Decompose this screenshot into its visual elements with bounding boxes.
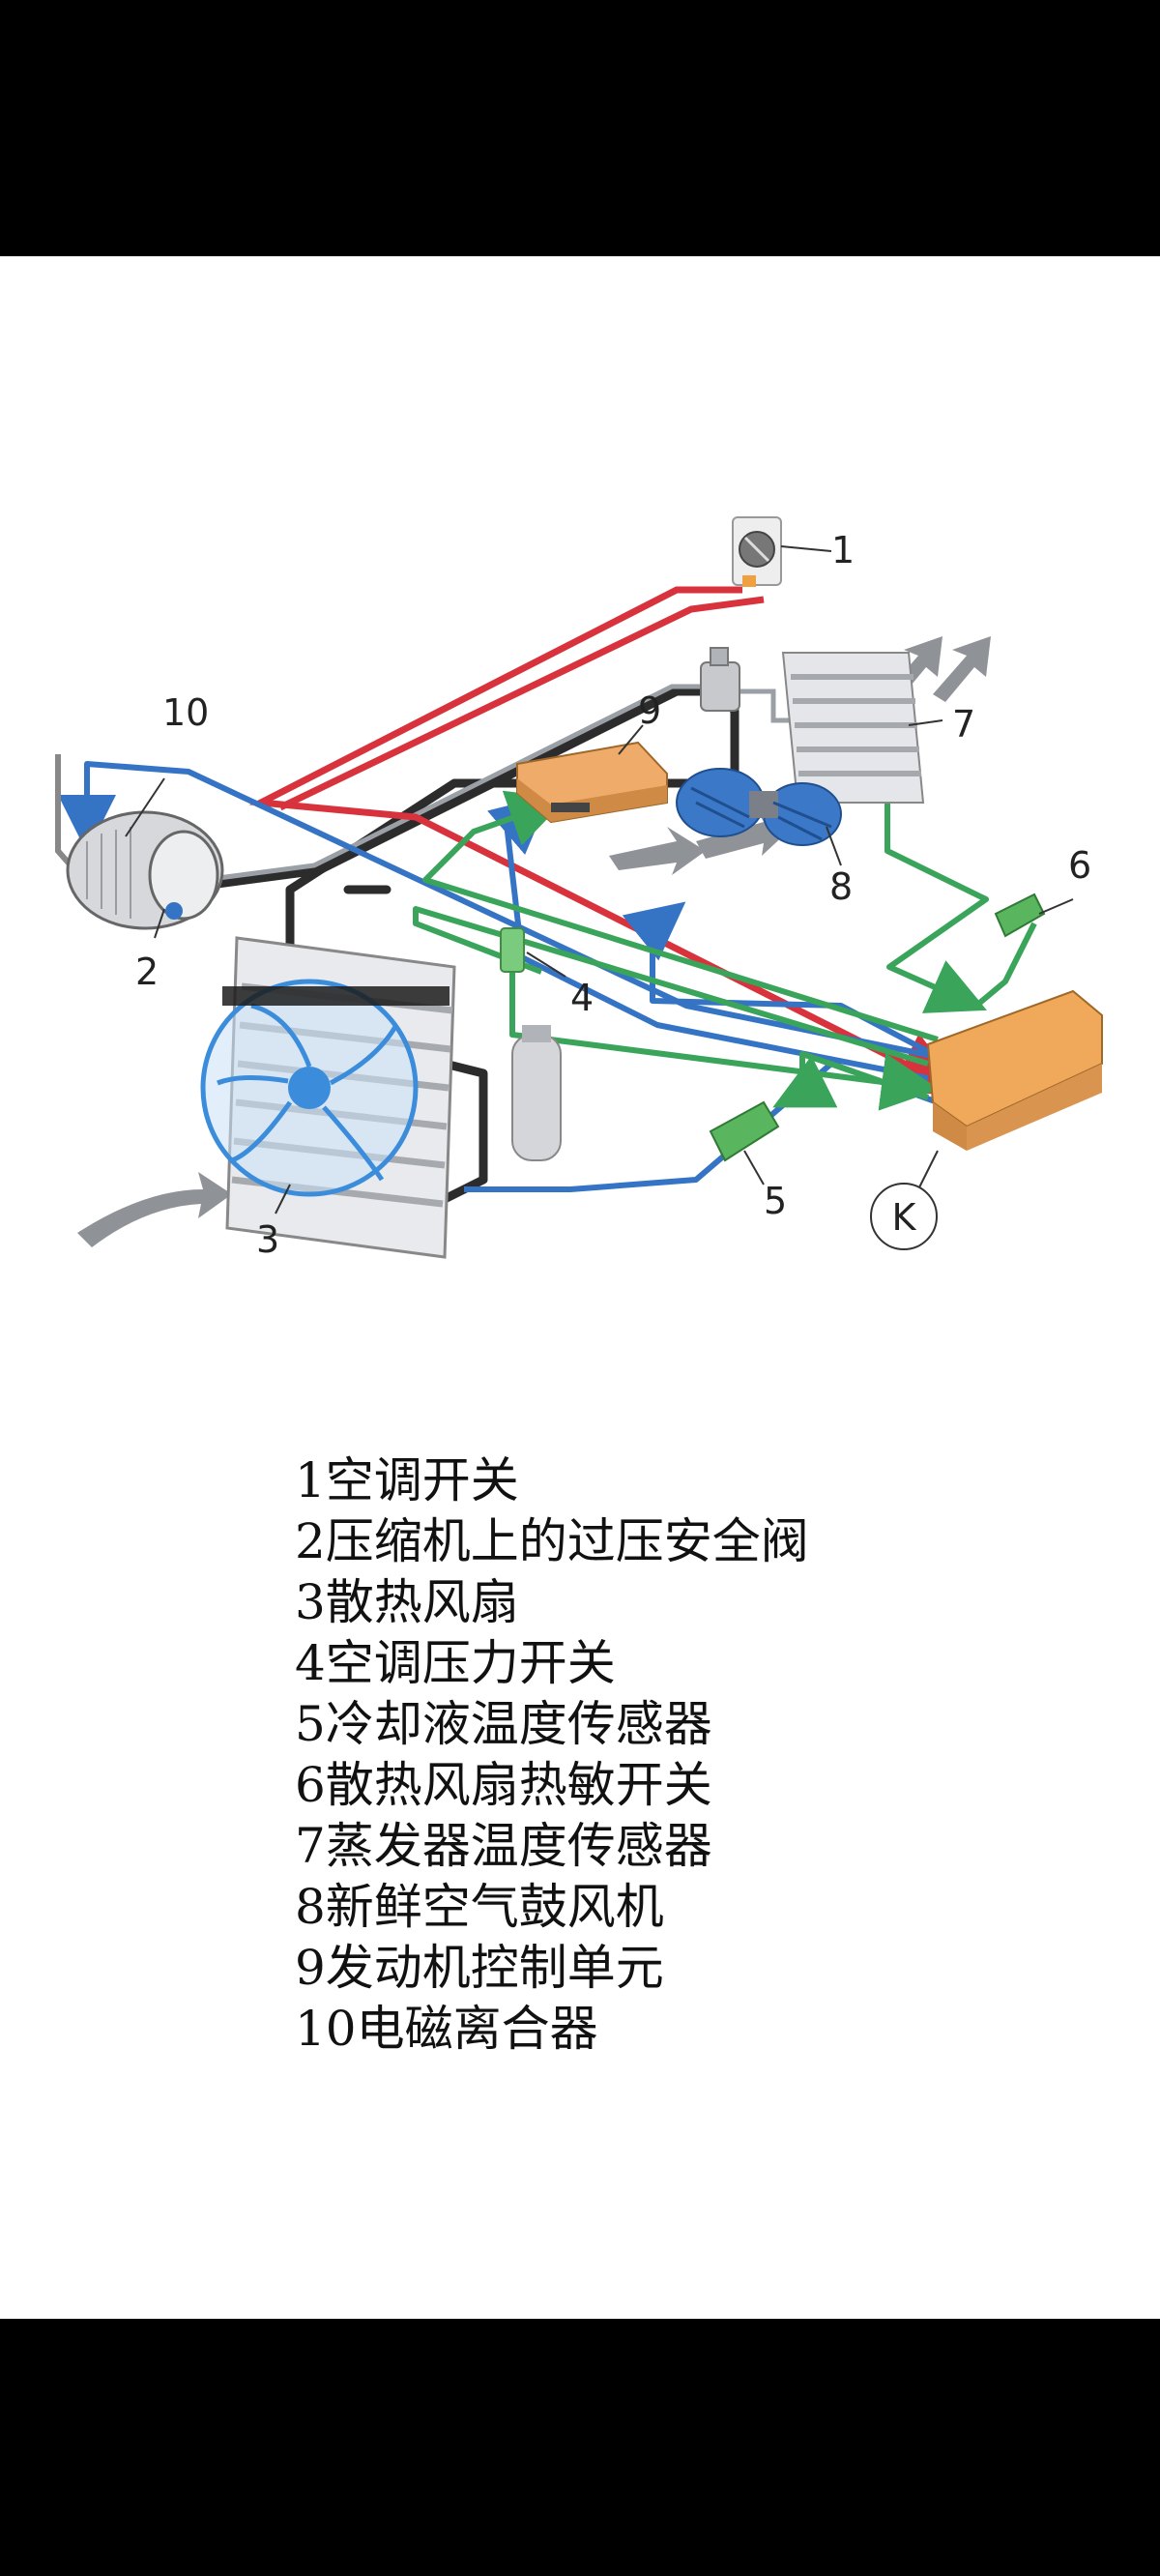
top-black-bar bbox=[0, 0, 1160, 256]
engine-control-unit bbox=[516, 741, 668, 824]
coolant-temperature-sensor bbox=[709, 1100, 780, 1162]
callout-k: K bbox=[892, 1196, 917, 1239]
receiver-drier bbox=[511, 1025, 562, 1161]
refrigerant-pipes bbox=[169, 687, 740, 1223]
red-wire-2 bbox=[278, 596, 765, 811]
pressure-switch bbox=[500, 927, 525, 973]
fan-thermal-switch bbox=[994, 893, 1046, 938]
callout-3: 3 bbox=[256, 1218, 279, 1261]
callout-4: 4 bbox=[570, 977, 594, 1019]
ac-switch bbox=[732, 516, 782, 587]
callout-6: 6 bbox=[1068, 844, 1091, 887]
legend-item-10: 10电磁离合器 bbox=[295, 2001, 598, 2057]
callout-9: 9 bbox=[638, 689, 661, 732]
callout-5: 5 bbox=[764, 1180, 787, 1222]
callout-7: 7 bbox=[952, 703, 975, 746]
legend-item-1: 1空调开关 bbox=[295, 1452, 519, 1508]
ac-system-diagram: 1 2 3 4 5 6 7 8 9 10 K bbox=[55, 516, 1103, 1261]
callout-8: 8 bbox=[829, 865, 853, 908]
legend-item-6: 6散热风扇热敏开关 bbox=[295, 1757, 712, 1813]
component-legend: 1空调开关 2压缩机上的过压安全阀 3散热风扇 4空调压力开关 5冷却液温度传感… bbox=[295, 1450, 809, 2060]
callout-2: 2 bbox=[135, 951, 159, 993]
legend-item-5: 5冷却液温度传感器 bbox=[295, 1696, 712, 1752]
callout-k-circle: K bbox=[870, 1183, 938, 1250]
control-module-k bbox=[926, 989, 1103, 1151]
callout-1: 1 bbox=[831, 529, 855, 571]
bottom-black-bar bbox=[0, 2319, 1160, 2576]
legend-item-3: 3散热风扇 bbox=[295, 1574, 519, 1630]
evaporator bbox=[781, 652, 925, 804]
legend-item-4: 4空调压力开关 bbox=[295, 1635, 616, 1691]
condenser-with-fan bbox=[200, 936, 456, 1259]
green-wires bbox=[413, 734, 1037, 1111]
expansion-valve bbox=[700, 647, 740, 712]
fresh-air-blower bbox=[676, 768, 842, 846]
compressor bbox=[55, 754, 224, 930]
legend-item-8: 8新鲜空气鼓风机 bbox=[295, 1879, 664, 1935]
legend-item-9: 9发动机控制单元 bbox=[295, 1940, 664, 1996]
leader-lines bbox=[125, 545, 1074, 1215]
legend-item-7: 7蒸发器温度传感器 bbox=[295, 1818, 712, 1874]
callout-10: 10 bbox=[162, 691, 209, 734]
legend-item-2: 2压缩机上的过压安全阀 bbox=[295, 1513, 809, 1569]
